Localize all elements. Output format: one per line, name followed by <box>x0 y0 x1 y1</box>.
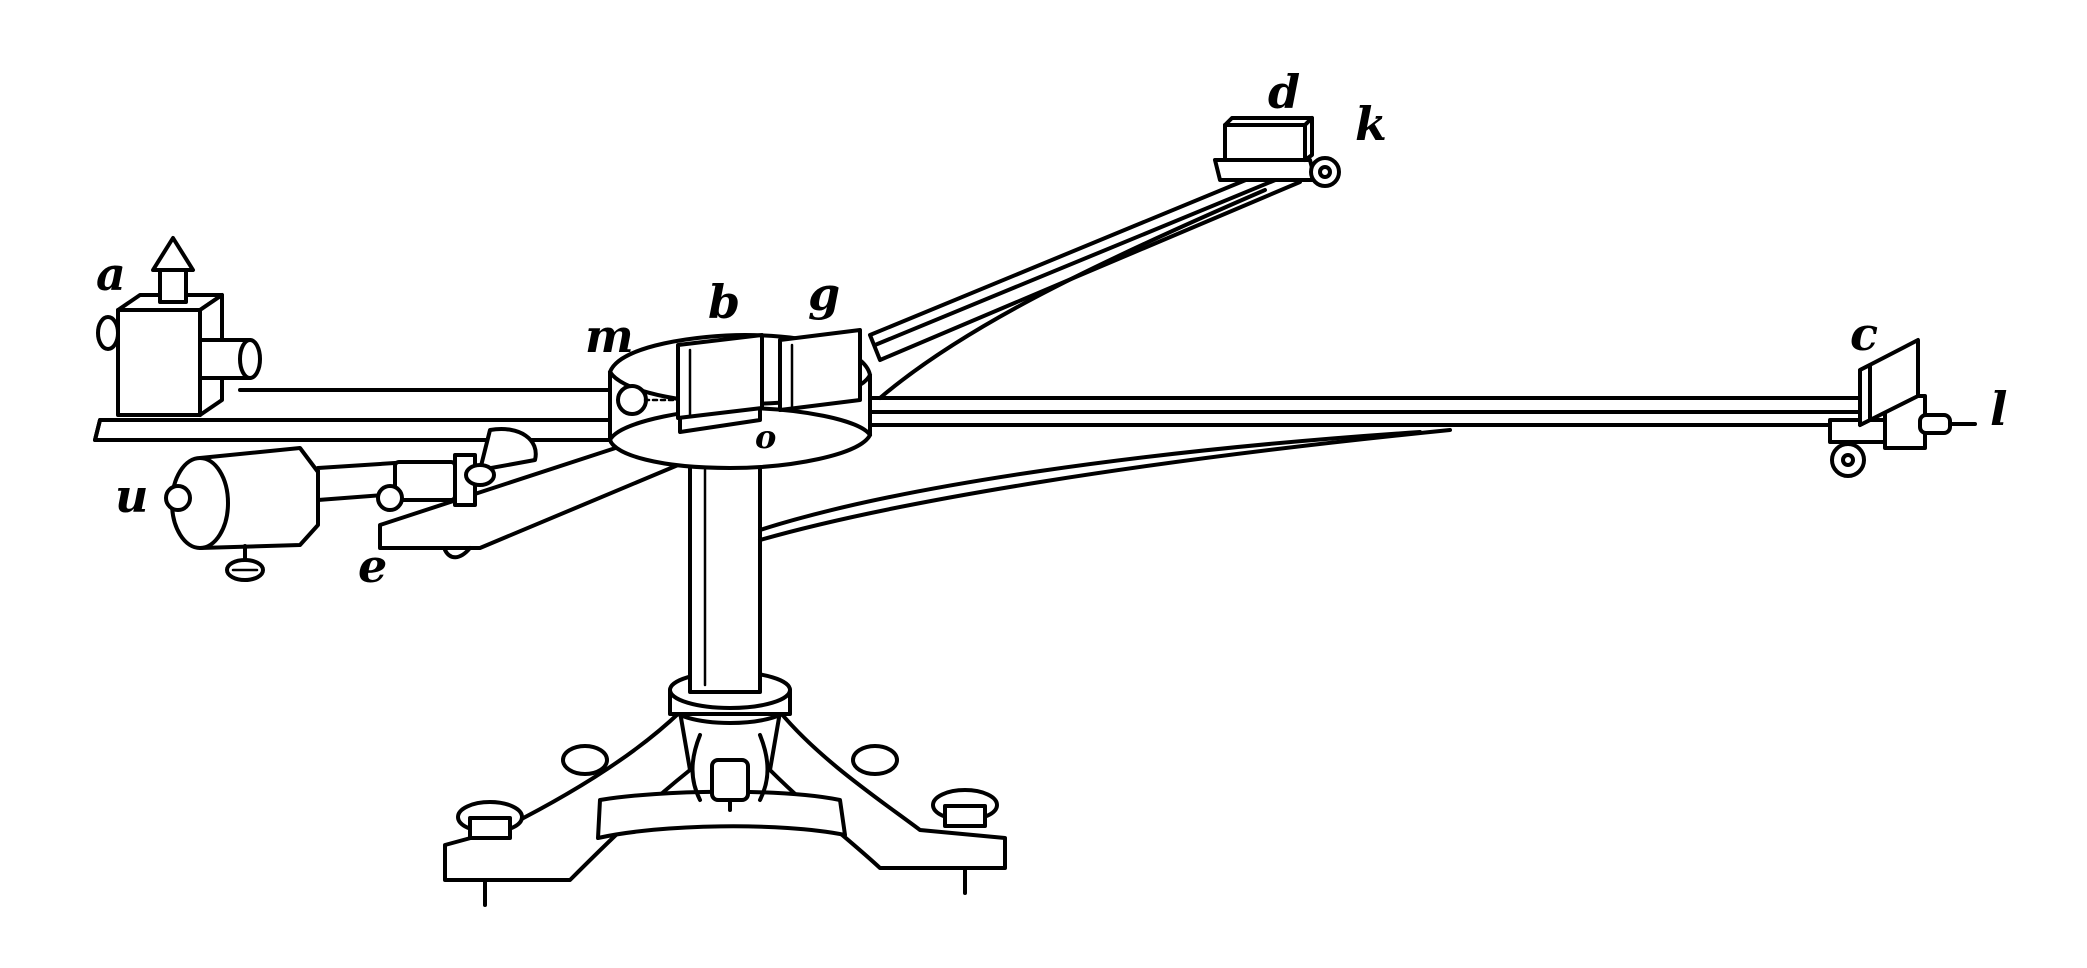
label-c: c <box>1850 307 1878 361</box>
telescope-u <box>164 446 412 582</box>
label-a: a <box>96 247 126 301</box>
light-source-a <box>96 236 262 417</box>
tripod-base <box>443 670 1007 907</box>
label-u: u <box>115 469 148 523</box>
arm-c <box>758 394 1977 542</box>
arm-e <box>378 438 692 560</box>
label-e: e <box>358 539 387 593</box>
label-g: g <box>808 267 840 321</box>
label-d: d <box>1268 65 1300 119</box>
plate-g <box>778 328 862 412</box>
label-l: l <box>1990 382 2007 436</box>
label-b: b <box>708 275 740 329</box>
label-m: m <box>585 309 634 363</box>
label-o: o <box>755 418 776 456</box>
tripod-arc-brace <box>596 789 847 840</box>
label-k: k <box>1355 97 1387 151</box>
central-pillar <box>688 458 762 694</box>
glass-plate-b <box>676 333 764 420</box>
micrometer-e <box>376 427 538 512</box>
diagram-labels: a b g d k c l m u e o <box>96 65 2007 593</box>
mirror-c <box>1858 338 1920 427</box>
arm-d <box>868 156 1341 400</box>
block-d <box>1223 116 1314 162</box>
